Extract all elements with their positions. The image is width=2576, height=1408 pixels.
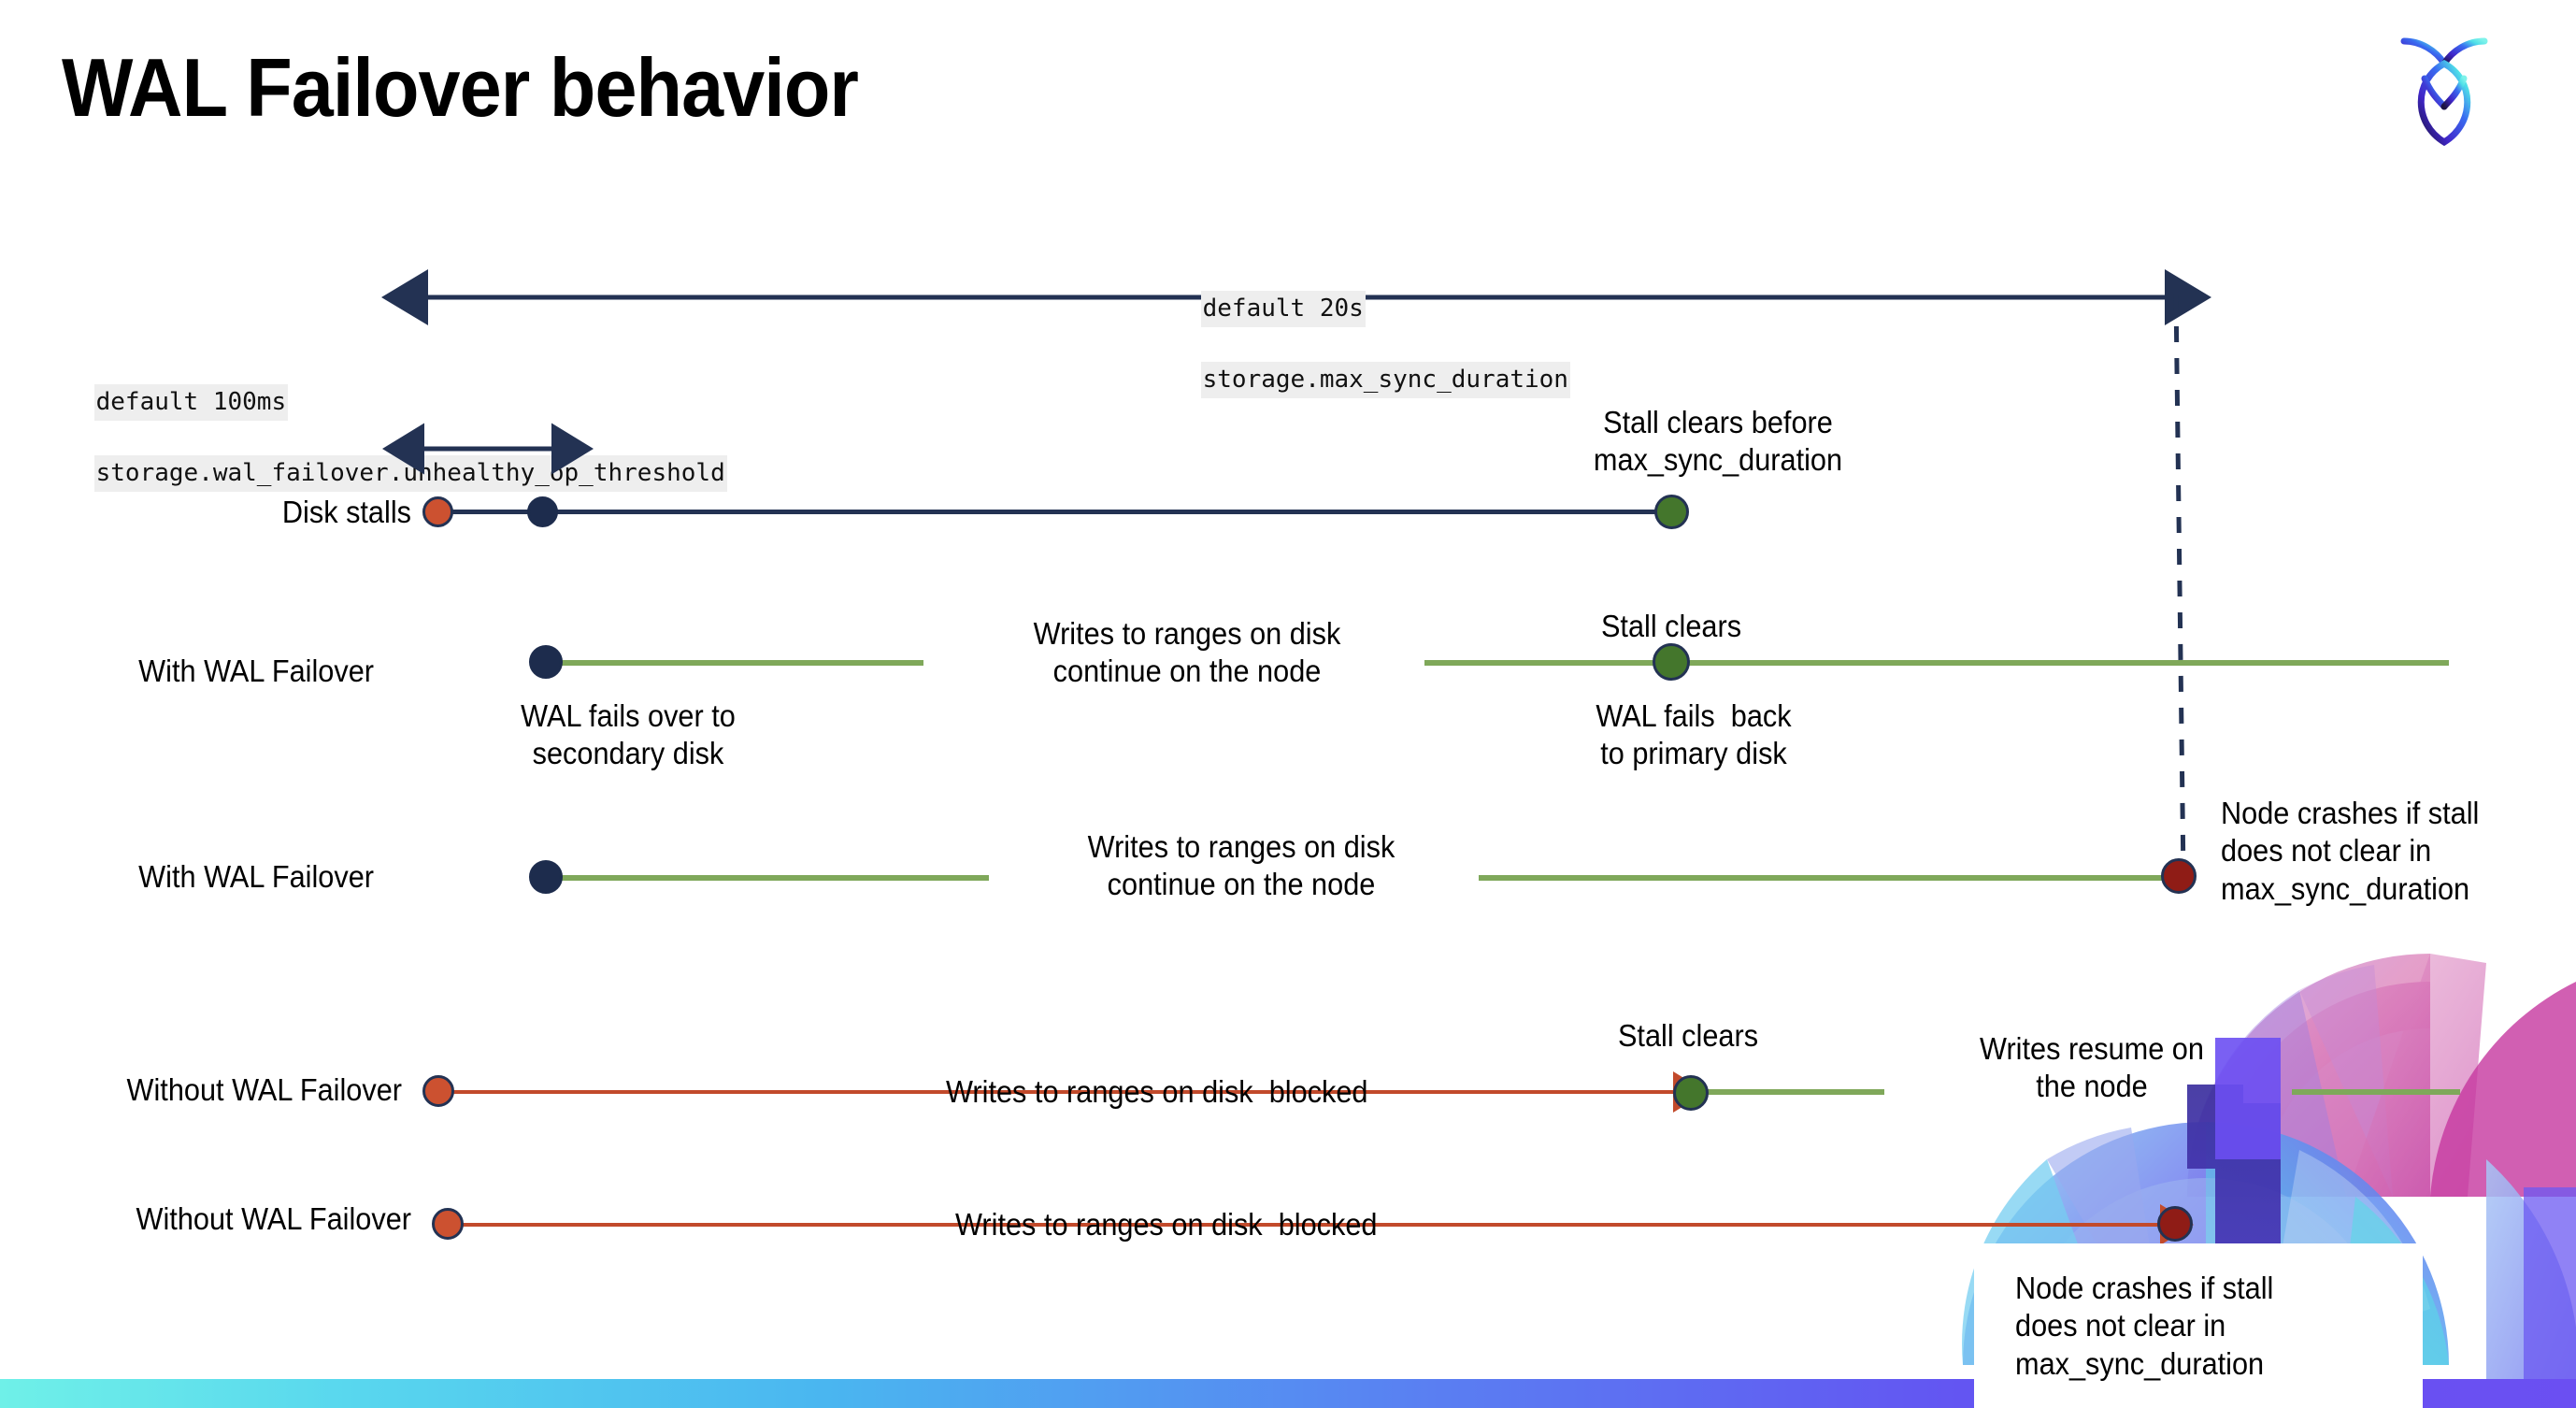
cockroachdb-logo [2393, 26, 2496, 148]
note-writes-continue-row3: Writes to ranges on disk continue on the… [1087, 829, 1395, 902]
writes-resume-line-a-row4 [1697, 1089, 1884, 1095]
writes-resume-line-b-row4 [2292, 1089, 2460, 1095]
wal-failover-dot-row3 [529, 860, 563, 894]
wal-failover-dot-row2 [529, 645, 563, 679]
max-sync-setting-text: storage.max_sync_duration [1200, 361, 1570, 398]
unhealthy-threshold-dot-row1 [527, 496, 558, 527]
max-sync-duration-annotation: default 20s storage.max_sync_duration [1142, 256, 1570, 433]
max-sync-default-text: default 20s [1200, 290, 1366, 327]
stall-clears-dot-row2 [1653, 643, 1690, 681]
note-writes-blocked-row4: Writes to ranges on disk blocked [946, 1074, 1368, 1109]
row-label-without-wal-failover-2: Without WAL Failover [136, 1201, 411, 1236]
note-node-crashes-row3: Node crashes if stall does not clear in … [2221, 796, 2480, 906]
disk-stall-line [437, 510, 1671, 514]
note-wal-fails-back-row2: WAL fails back to primary disk [1596, 698, 1792, 771]
node-crash-dot-row3 [2161, 858, 2197, 894]
stall-clears-dot-row4 [1673, 1075, 1709, 1111]
writes-blocked-arrow-row5 [448, 1204, 2194, 1245]
note-writes-blocked-row5: Writes to ranges on disk blocked [955, 1207, 1378, 1242]
stall-start-dot-row4 [422, 1075, 454, 1107]
max-sync-duration-boundary-dashed-line [2173, 294, 2186, 880]
node-crash-dot-row5 [2157, 1206, 2193, 1242]
note-node-crashes-row5: Node crashes if stall does not clear in … [2015, 1271, 2274, 1381]
note-stall-clears-row2: Stall clears [1600, 609, 1742, 643]
note-writes-resume-row4: Writes resume on the node [1980, 1031, 2204, 1104]
stall-start-dot-row5 [432, 1208, 464, 1240]
row-label-with-wal-failover-1: With WAL Failover [138, 654, 374, 688]
stall-start-dot-row1 [422, 496, 453, 527]
with-failover-line-a-row3 [550, 875, 989, 881]
note-stall-clears-row4: Stall clears [1617, 1018, 1759, 1053]
writes-blocked-arrow-row4 [443, 1071, 1707, 1113]
note-wal-fails-over-row2: WAL fails over to secondary disk [521, 698, 736, 771]
note-writes-continue-row2: Writes to ranges on disk continue on the… [1033, 616, 1341, 689]
note-stall-clears-before-max-sync: Stall clears before max_sync_duration [1593, 405, 1843, 478]
with-failover-line-b-row2 [1424, 660, 2449, 666]
with-failover-line-a-row2 [550, 660, 923, 666]
page-title: WAL Failover behavior [62, 41, 859, 134]
unhealthy-op-threshold-span-arrow [382, 423, 594, 475]
row-label-without-wal-failover-1: Without WAL Failover [126, 1072, 402, 1107]
row-label-disk-stalls: Disk stalls [281, 495, 411, 529]
node-crash-callout-backdrop [1974, 1243, 2423, 1408]
row-label-with-wal-failover-2: With WAL Failover [138, 859, 374, 894]
with-failover-line-b-row3 [1479, 875, 2182, 881]
unhealthy-default-text: default 100ms [93, 383, 289, 421]
stall-clears-dot-row1 [1654, 495, 1689, 529]
